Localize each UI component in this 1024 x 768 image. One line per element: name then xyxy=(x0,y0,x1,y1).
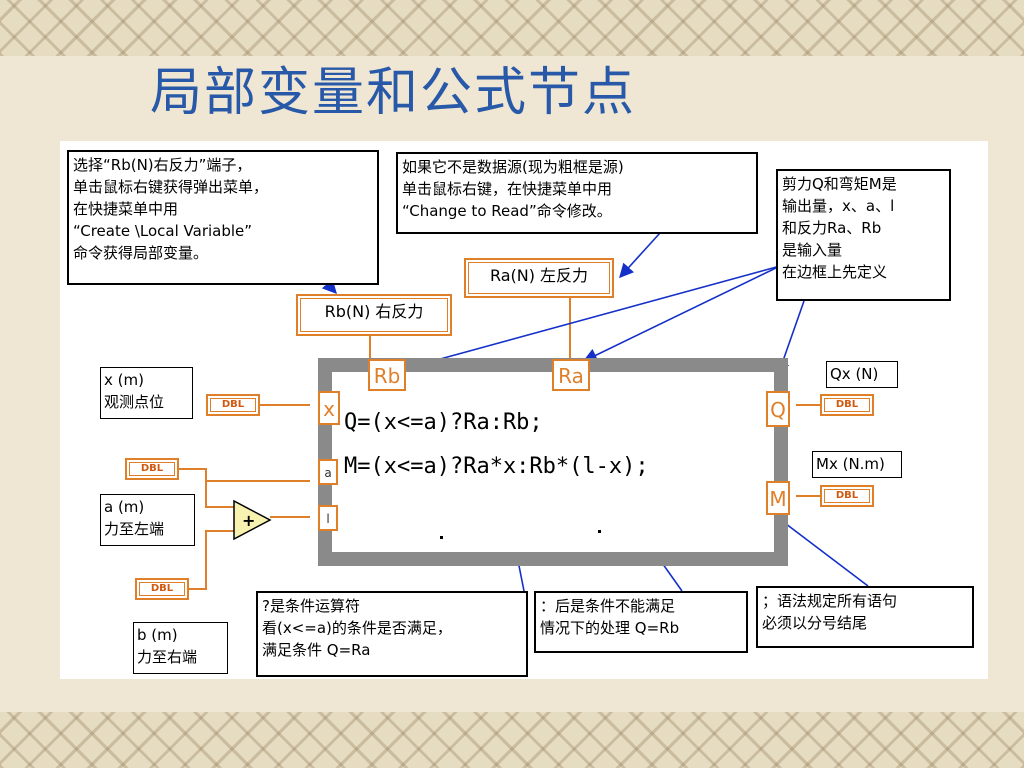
l-input-terminal[interactable]: l xyxy=(318,505,338,531)
note-data-source: 如果它不是数据源(现为粗框是源) 单击鼠标右键，在快捷菜单中用 “Change … xyxy=(396,152,758,234)
mx-dbl-indicator[interactable]: DBL xyxy=(820,485,874,507)
decor-dot xyxy=(598,530,601,533)
b-dbl-control[interactable]: DBL xyxy=(135,578,189,600)
note-ternary-operator: ?是条件运算符 看(x<=a)的条件是否满足， 满足条件 Q=Ra xyxy=(256,591,528,677)
rb-right-reaction-constant[interactable]: Rb(N) 右反力 xyxy=(296,294,452,336)
x-input-terminal[interactable]: x xyxy=(318,391,340,425)
q-output-terminal[interactable]: Q xyxy=(766,391,790,427)
b-distance-label: b (m) 力至右端 xyxy=(133,622,228,674)
decorative-bottom-band xyxy=(0,712,1024,768)
decorative-top-band xyxy=(0,0,1024,56)
orange-wires xyxy=(179,298,820,590)
note-colon-branch: ：后是条件不能满足 情况下的处理 Q=Rb xyxy=(534,591,748,653)
note-io-definition: 剪力Q和弯矩M是 输出量，x、a、l 和反力Ra、Rb 是输入量 在边框上先定义 xyxy=(776,169,951,301)
note-semicolon-rule: ；语法规定所有语句 必须以分号结尾 xyxy=(756,586,974,648)
decor-dot xyxy=(440,536,443,539)
diagram-canvas: 选择“Rb(N)右反力”端子， 单击鼠标右键获得弹出菜单， 在快捷菜单中用 “C… xyxy=(60,141,988,679)
a-input-terminal[interactable]: a xyxy=(318,459,338,485)
qx-dbl-indicator[interactable]: DBL xyxy=(820,394,874,416)
x-dbl-control[interactable]: DBL xyxy=(206,394,260,416)
mx-moment-label: Mx (N.m) xyxy=(812,451,902,478)
a-distance-label: a (m) 力至左端 xyxy=(100,494,195,546)
x-position-label: x (m) 观测点位 xyxy=(100,367,193,419)
m-output-terminal[interactable]: M xyxy=(766,481,790,515)
ra-input-terminal[interactable]: Ra xyxy=(552,359,590,391)
ra-left-reaction-constant[interactable]: Ra(N) 左反力 xyxy=(464,258,614,298)
rb-input-terminal[interactable]: Rb xyxy=(368,359,406,391)
formula-line-1: Q=(x<=a)?Ra:Rb; xyxy=(344,410,543,435)
note-local-variable: 选择“Rb(N)右反力”端子， 单击鼠标右键获得弹出菜单， 在快捷菜单中用 “C… xyxy=(67,150,379,285)
qx-shear-label: Qx (N) xyxy=(826,361,898,388)
formula-line-2: M=(x<=a)?Ra*x:Rb*(l-x); xyxy=(344,454,649,479)
a-dbl-control[interactable]: DBL xyxy=(125,458,179,480)
page-title: 局部变量和公式节点 xyxy=(150,63,637,123)
